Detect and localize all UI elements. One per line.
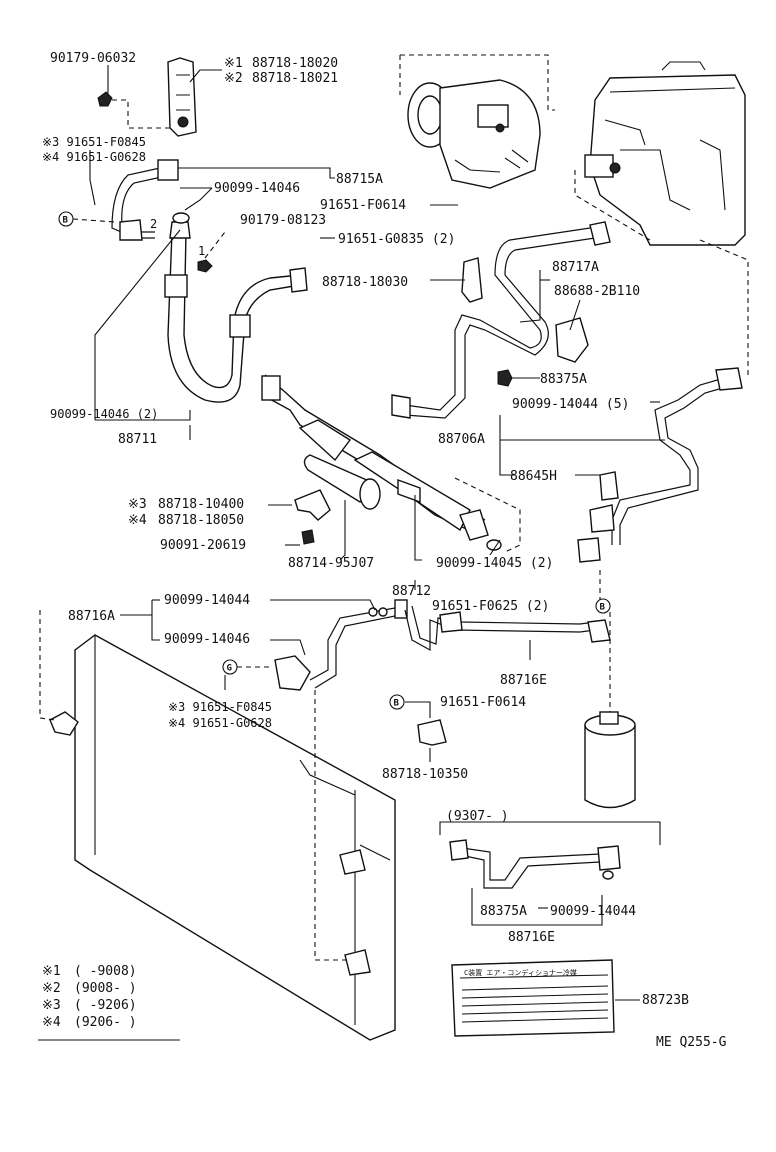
- label-note3-88718-10400: ※3: [128, 497, 147, 512]
- label-90099-14045-2: 90099-14045 (2): [436, 556, 553, 571]
- label-88716E-inset: 88716E: [508, 930, 555, 945]
- suction-hose-88711: [164, 212, 308, 403]
- bracket-88718-10400: [294, 489, 331, 521]
- label-91651-F0614-mid: 91651-F0614: [440, 695, 526, 710]
- label-90091-20619: 90091-20619: [160, 538, 246, 553]
- label-91651-G0835: 91651-G0835 (2): [338, 232, 455, 247]
- label-88718-10350: 88718-10350: [382, 767, 468, 782]
- callout-b-left: B: [63, 216, 69, 226]
- pipe-88716A: G: [222, 599, 408, 691]
- label-90099-14046-mid: 90099-14046: [164, 632, 250, 647]
- label-88714-95J07: 88714-95J07: [288, 556, 374, 571]
- hose-88712: [261, 374, 521, 553]
- label-note3-91651-F0845-top: ※3 91651-F0845: [42, 135, 146, 149]
- label-88375A-inset: 88375A: [480, 904, 527, 919]
- label-note4-91651-G0628-top: ※4 91651-G0628: [42, 150, 146, 164]
- legend-mark-2: ※2: [42, 981, 61, 996]
- label-88711: 88711: [118, 432, 157, 447]
- label-88718-10400: 88718-10400: [158, 497, 244, 512]
- compressor-drawing: [399, 54, 555, 189]
- label-note4-88718-18050: ※4: [128, 513, 147, 528]
- note1-mark: ※1: [224, 56, 243, 71]
- callout-g-mid: G: [227, 664, 232, 674]
- legend-range-3: ( -9206): [74, 998, 137, 1013]
- callout-b-lower: B: [394, 699, 400, 709]
- label-91651-F0614-top: 91651-F0614: [320, 198, 406, 213]
- label-88718-18030: 88718-18030: [322, 275, 408, 290]
- reference-code: ME Q255-G: [656, 1035, 727, 1050]
- date-legend: ※1 ( -9008) ※2 (9008- ) ※3 ( -9206) ※4 (…: [42, 964, 137, 1030]
- label-90099-14044-inset: 90099-14044: [550, 904, 636, 919]
- label-90179-08123: 90179-08123: [240, 213, 326, 228]
- legend-range-4: (9206- ): [74, 1015, 137, 1030]
- legend-mark-3: ※3: [42, 998, 61, 1013]
- part-labels: 90179-06032 ※1 88718-18020 ※2 88718-1802…: [42, 51, 727, 1050]
- label-88712: 88712: [392, 584, 431, 599]
- bracket-88718-10350: [417, 719, 447, 746]
- label-note4-91651-G0628-mid: ※4 91651-G0628: [168, 716, 272, 730]
- label-90099-14046-2: 90099-14046 (2): [50, 407, 158, 421]
- label-88718-18021: 88718-18021: [252, 71, 338, 86]
- label-91651-F0625-2: 91651-F0625 (2): [432, 599, 549, 614]
- inset-box-9307: [439, 821, 661, 926]
- label-90099-14044-mid: 90099-14044: [164, 593, 250, 608]
- legend-mark-1: ※1: [42, 964, 61, 979]
- discharge-hose-88718-18030-area: [391, 221, 611, 419]
- label-88375A: 88375A: [540, 372, 587, 387]
- caution-label-88723B: C装置 エア・コンディショナー冷媒: [451, 959, 615, 1037]
- label-88645H: 88645H: [510, 469, 557, 484]
- legend-range-2: (9008- ): [74, 981, 137, 996]
- label-note3-91651-F0845-mid: ※3 91651-F0845: [168, 700, 272, 714]
- callout-b-right: B: [600, 603, 606, 613]
- liquid-pipe-88706A: [577, 367, 743, 600]
- label-inset-date-range: (9307- ): [446, 809, 509, 824]
- label-88717A: 88717A: [552, 260, 599, 275]
- label-88688-2B110: 88688-2B110: [554, 284, 640, 299]
- label-88716A: 88716A: [68, 609, 115, 624]
- label-88715A: 88715A: [336, 172, 383, 187]
- condenser: [39, 610, 396, 1041]
- label-88723B: 88723B: [642, 993, 689, 1008]
- receiver-dryer: [584, 612, 636, 809]
- label-90179-06032: 90179-06032: [50, 51, 136, 66]
- label-88718-18020: 88718-18020: [252, 56, 338, 71]
- legend-mark-4: ※4: [42, 1015, 61, 1030]
- callout-1: 1: [198, 244, 205, 258]
- label-88716E: 88716E: [500, 673, 547, 688]
- pipe-88716E: B: [404, 598, 611, 652]
- label-90099-14044-5: 90099-14044 (5): [512, 397, 629, 412]
- caution-label-text: C装置 エア・コンディショナー冷媒: [464, 968, 577, 977]
- label-90099-14046-top: 90099-14046: [214, 181, 300, 196]
- legend-range-1: ( -9008): [74, 964, 137, 979]
- evaporator-housing-drawing: [574, 61, 749, 375]
- note2-mark: ※2: [224, 71, 243, 86]
- top-left-bracket: [97, 57, 197, 137]
- label-88718-18050: 88718-18050: [158, 513, 244, 528]
- leader-lines: [38, 65, 665, 1041]
- callout-2: 2: [150, 217, 157, 231]
- pipe-88715A: B: [58, 159, 179, 241]
- label-88706A: 88706A: [438, 432, 485, 447]
